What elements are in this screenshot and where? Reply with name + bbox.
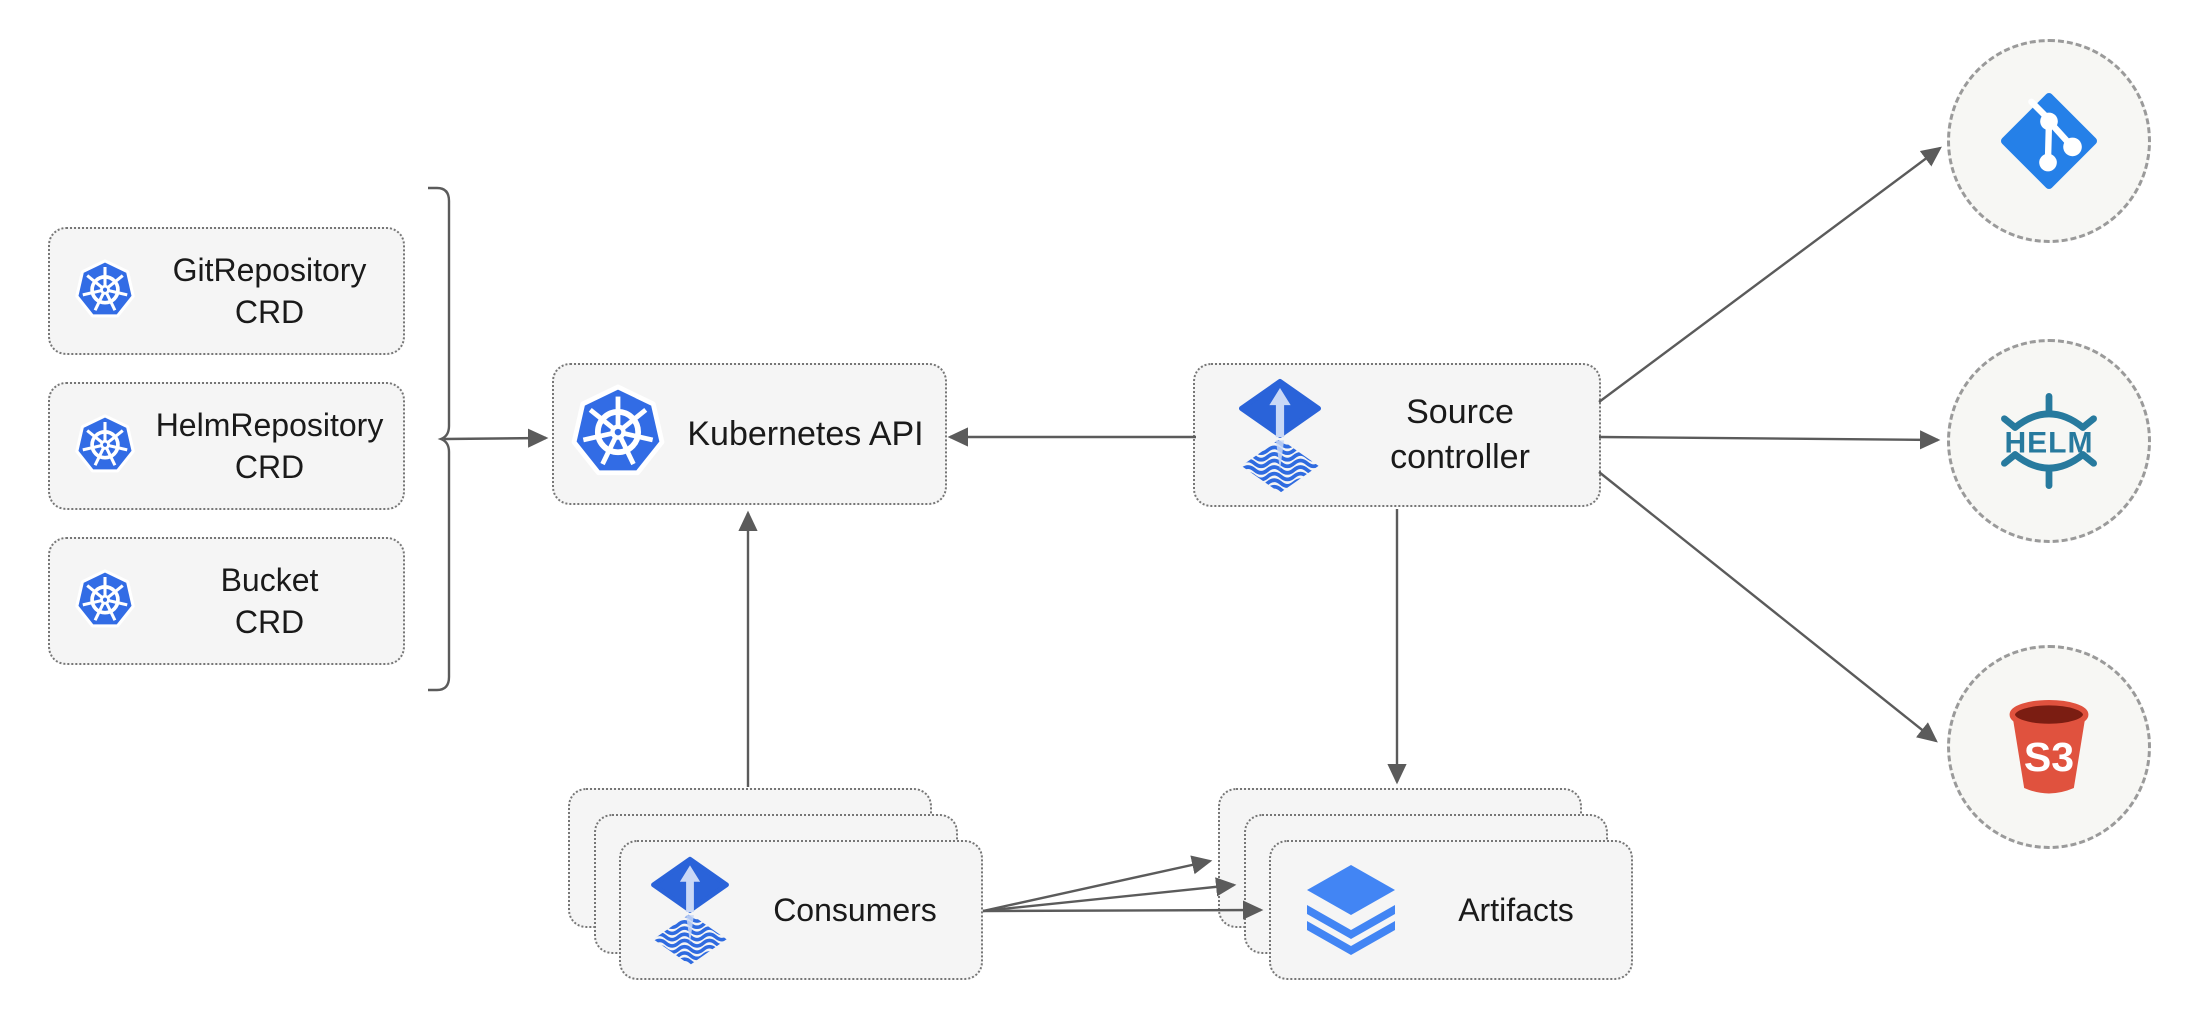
- helmrepository-crd-box: HelmRepository CRD: [48, 382, 405, 510]
- crd-line1: Bucket: [220, 561, 319, 598]
- kubernetes-icon: [75, 414, 135, 473]
- crd-line2: CRD: [234, 604, 305, 640]
- helm-endpoint-circle: HELM: [1947, 339, 2151, 543]
- source-controller-box: Source controller: [1193, 363, 1601, 507]
- bucket-crd-box: Bucket CRD: [48, 537, 405, 665]
- helmrepository-crd-label: HelmRepository CRD: [136, 404, 403, 488]
- kubernetes-api-label: Kubernetes API: [687, 414, 924, 453]
- kubernetes-api-box: Kubernetes API: [552, 363, 947, 505]
- edge-source-controller-to-helm: [1598, 430, 1941, 450]
- consumers-stack: Consumers: [568, 788, 984, 981]
- helm-wordmark: HELM: [2005, 427, 2094, 460]
- kubernetes-icon: [75, 569, 135, 628]
- s3-bucket-icon: S3: [2009, 700, 2089, 794]
- kubernetes-icon: [75, 259, 135, 318]
- s3-wordmark: S3: [2024, 734, 2074, 780]
- source-controller-label: Source controller: [1321, 390, 1599, 480]
- edge-consumers-to-artifacts-2: [982, 877, 1237, 913]
- consumers-box: Consumers: [619, 840, 983, 980]
- artifacts-label: Artifacts: [1458, 891, 1574, 928]
- crd-line2: CRD: [234, 294, 305, 330]
- crd-group-bracket: [428, 186, 451, 692]
- source-controller-line1: Source: [1406, 393, 1514, 432]
- crd-line1: GitRepository: [172, 251, 367, 288]
- helm-icon: HELM: [2001, 393, 2097, 489]
- flux-source-controller-icon: [1239, 378, 1321, 493]
- artifacts-box: Artifacts: [1269, 840, 1633, 980]
- artifacts-stack: Artifacts: [1218, 788, 1634, 981]
- consumers-label: Consumers: [773, 891, 937, 928]
- git-icon: [2000, 92, 2098, 190]
- edge-crd-group-to-kubernetes-api: [443, 428, 549, 448]
- edge-consumers-to-artifacts-1: [982, 855, 1213, 913]
- artifact-layers-icon: [1307, 865, 1395, 955]
- bucket-crd-label: Bucket CRD: [136, 559, 403, 643]
- kubernetes-icon: [571, 384, 665, 476]
- gitrepository-crd-label: GitRepository CRD: [136, 249, 403, 333]
- flux-source-controller-icon: [651, 856, 729, 965]
- s3-endpoint-circle: S3: [1947, 645, 2151, 849]
- crd-line2: CRD: [234, 449, 305, 485]
- source-controller-line2: controller: [1390, 438, 1530, 476]
- git-endpoint-circle: [1947, 39, 2151, 243]
- crd-line1: HelmRepository: [155, 406, 384, 443]
- gitrepository-crd-box: GitRepository CRD: [48, 227, 405, 355]
- edge-source-controller-to-git: [1598, 146, 1942, 403]
- edge-source-controller-to-s3: [1598, 471, 1938, 743]
